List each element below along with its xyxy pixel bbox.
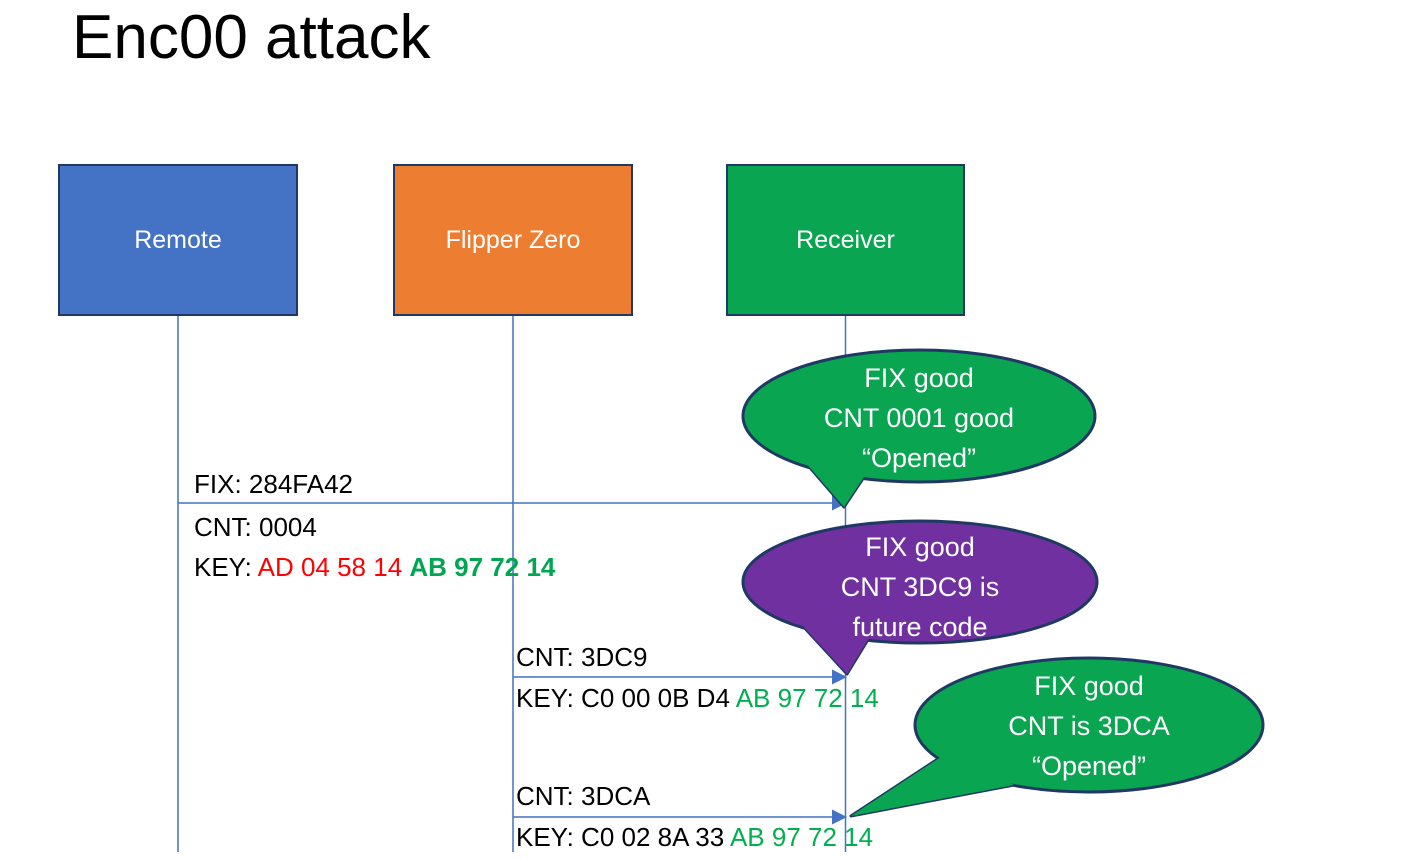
message1-key-label: KEY: AD 04 58 14 AB 97 72 14 bbox=[194, 552, 556, 582]
message3-key-label: KEY: C0 02 8A 33 AB 97 72 14 bbox=[516, 822, 874, 852]
message1-cnt-label: CNT: 0004 bbox=[194, 512, 317, 542]
speech-bubble-2-text: FIX good CNT 3DC9 is future code bbox=[840, 532, 1000, 642]
arrowhead-icon bbox=[832, 495, 847, 511]
speech-bubble-3-text: FIX good CNT is 3DCA “Opened” bbox=[1008, 671, 1170, 781]
message2-cnt-label: CNT: 3DC9 bbox=[516, 642, 648, 672]
message3-cnt-label: CNT: 3DCA bbox=[516, 781, 651, 811]
actor-box-remote: Remote bbox=[58, 164, 298, 316]
page-title: Enc00 attack bbox=[72, 3, 431, 72]
message1-fix-label: FIX: 284FA42 bbox=[194, 469, 353, 499]
actor-box-receiver: Receiver bbox=[726, 164, 965, 316]
speech-bubble-1-text: FIX good CNT 0001 good “Opened” bbox=[823, 363, 1015, 473]
actor-label-receiver: Receiver bbox=[796, 225, 895, 254]
actor-label-remote: Remote bbox=[134, 225, 222, 254]
actor-box-flipper-zero: Flipper Zero bbox=[393, 164, 633, 316]
message2-key-label: KEY: C0 00 0B D4 AB 97 72 14 bbox=[516, 683, 879, 713]
actor-label-flipper-zero: Flipper Zero bbox=[445, 225, 581, 254]
